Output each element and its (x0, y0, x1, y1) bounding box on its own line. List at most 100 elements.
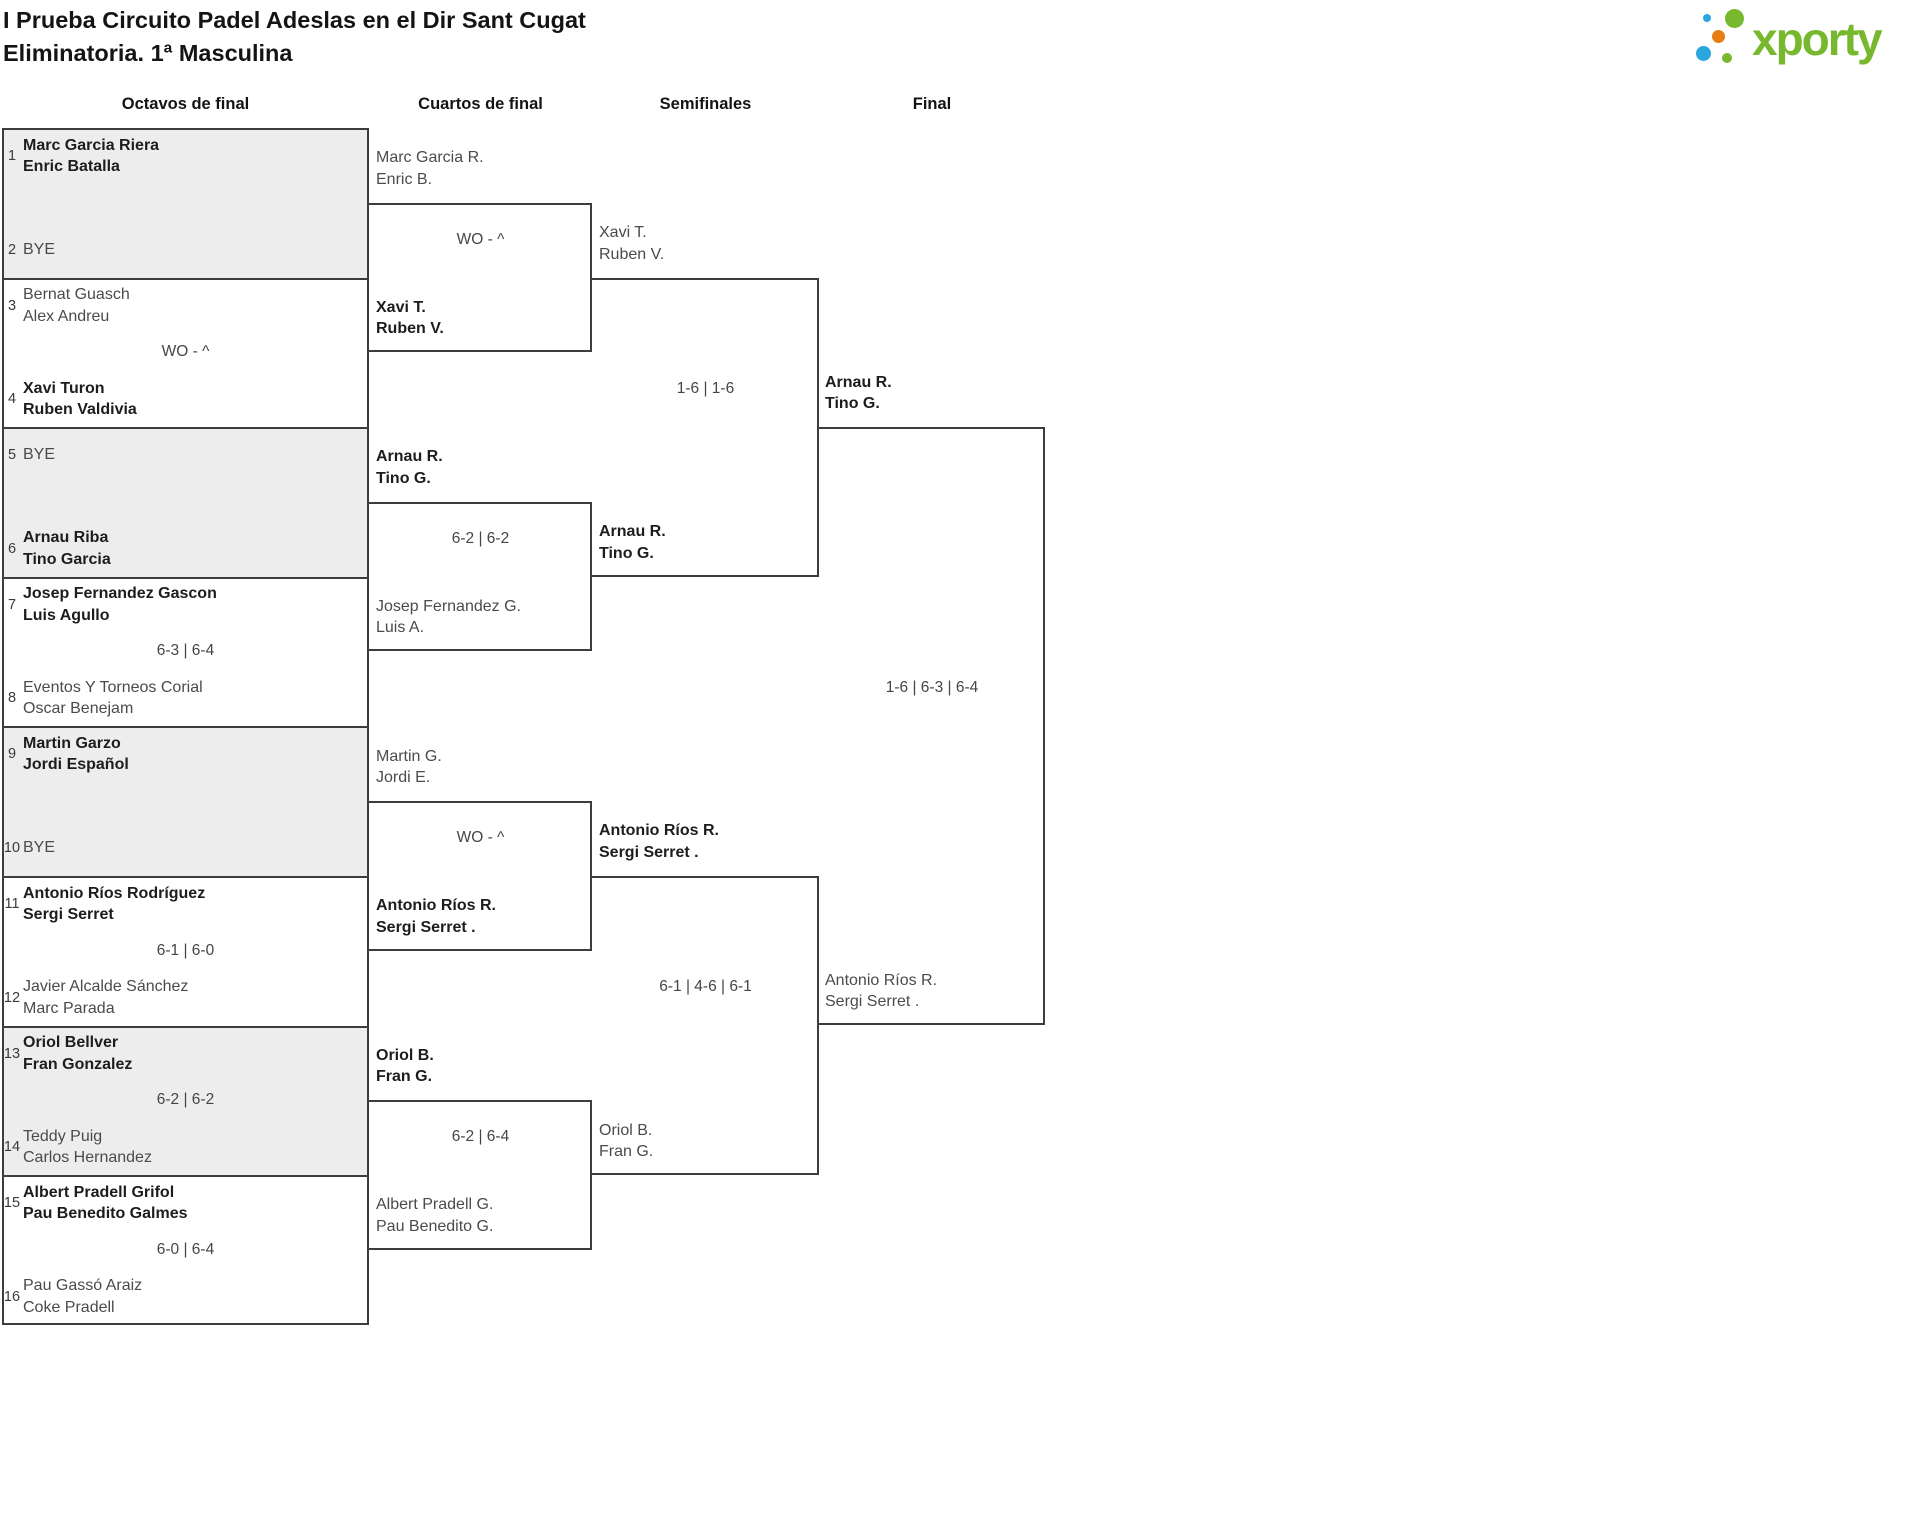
player-name: Xavi Turon (23, 379, 105, 397)
match-score: 6-0 | 6-4 (156, 1240, 215, 1258)
player-name: BYE (23, 446, 56, 464)
player-name: Oriol B. (599, 1121, 653, 1139)
team-entry: Antonio Ríos R.Sergi Serret . (825, 969, 937, 1013)
player-name: Martin Garzo (23, 734, 121, 752)
match-score: 6-2 | 6-4 (451, 1128, 510, 1145)
r16-match-box (2, 1025, 369, 1175)
player-name: Tino G. (825, 395, 880, 412)
team-entry: Antonio Ríos R.Sergi Serret . (599, 820, 719, 864)
logo-dot-orange-icon (1712, 30, 1725, 43)
player-name: Oriol B. (376, 1046, 434, 1064)
r16-match-box (2, 726, 369, 876)
qf-match-box (369, 801, 592, 951)
player-name: Fran G. (599, 1143, 654, 1160)
player-name: Pau Gassó Araiz (23, 1277, 143, 1294)
player-name: Jordi Español (23, 756, 129, 773)
player-name: Albert Pradell Grifol (23, 1183, 175, 1201)
team-entry: Xavi T. Ruben V. (599, 222, 664, 266)
page-title: I Prueba Circuito Padel Adeslas en el Di… (3, 4, 586, 70)
team-entry: Xavi T. Ruben V. (376, 296, 444, 340)
player-name: Marc Garcia Riera (23, 136, 160, 154)
player-name: Arnau R. (376, 448, 443, 466)
team-entry: Arnau R.Tino G. (599, 521, 666, 565)
player-name: Marc Parada (23, 999, 115, 1017)
seed-number: 13 (3, 1045, 21, 1062)
player-name: Oscar Benejam (23, 700, 134, 717)
qf-match-box (369, 202, 592, 353)
sf-match-box (592, 875, 819, 1175)
player-name: Bernat Guasch (23, 286, 130, 303)
player-name: Ruben V. (376, 320, 444, 338)
round-header-semifinales: Semifinales (659, 95, 752, 113)
seed-number: 9 (7, 746, 17, 762)
player-name: Antonio Ríos Rodríguez (23, 884, 206, 902)
match-score: 6-2 | 6-2 (156, 1091, 215, 1109)
qf-match-box (369, 501, 592, 652)
team-entry: Arnau R.Tino G. (825, 371, 892, 415)
logo-dot-blue-small-icon (1703, 14, 1711, 22)
team-entry: Marc Garcia R.Enric B. (376, 147, 484, 191)
player-name: Ruben V. (599, 245, 665, 263)
seed-number: 4 (7, 391, 17, 407)
player-name: Xavi T. (376, 298, 426, 316)
r16-match-box (2, 128, 369, 278)
final-match-box (819, 427, 1045, 1026)
player-name: Antonio Ríos R. (376, 897, 496, 915)
seed-number: 11 (4, 896, 20, 912)
player-name: Antonio Ríos R. (825, 971, 938, 989)
logo-dot-green-big-icon (1725, 9, 1744, 28)
player-name: Alex Andreu (23, 307, 110, 325)
seed-number: 7 (7, 596, 17, 613)
player-name: Arnau R. (599, 523, 666, 540)
team-entry: Martin G.Jordi E. (376, 745, 442, 789)
seed-number: 16 (3, 1288, 21, 1305)
team-entry: BYE (23, 826, 55, 870)
player-name: BYE (23, 240, 56, 258)
r16-match-box (2, 427, 369, 577)
r16-match-box (2, 576, 369, 726)
r16-match-box (2, 876, 369, 1026)
r16-match-box (2, 1175, 369, 1325)
player-name: Sergi Serret . (376, 918, 476, 936)
player-name: Tino Garcia (23, 550, 111, 568)
team-entry: Arnau R. Tino G. (376, 446, 443, 490)
player-name: Luis A. (376, 619, 425, 637)
player-name: Fran G. (376, 1068, 433, 1086)
player-name: Carlos Hernandez (23, 1149, 152, 1166)
round-header-cuartos: Cuartos de final (418, 95, 543, 113)
seed-number: 5 (7, 447, 17, 463)
logo-dot-green-small-icon (1722, 53, 1732, 63)
tournament-name: I Prueba Circuito Padel Adeslas en el Di… (3, 7, 586, 33)
match-score: WO - ^ (456, 230, 505, 248)
player-name: BYE (23, 839, 56, 857)
player-name: Eventos Y Torneos Corial (23, 678, 203, 696)
logo-dot-blue-icon (1696, 46, 1711, 61)
player-name: Josep Fernandez G. (376, 597, 521, 615)
seed-number: 14 (3, 1139, 21, 1155)
player-name: Xavi T. (599, 224, 647, 241)
xporty-logo[interactable]: xporty (1696, 6, 1914, 70)
match-score: 6-3 | 6-4 (156, 642, 215, 660)
player-name: Sergi Serret (23, 906, 114, 923)
team-entry: BYE (23, 228, 55, 272)
match-score: 1-6 | 1-6 (676, 380, 735, 397)
player-name: Tino G. (376, 469, 431, 487)
seed-number: 8 (7, 690, 17, 706)
player-name: Fran Gonzalez (23, 1055, 133, 1073)
team-entry: Antonio Ríos R. Sergi Serret . (376, 895, 496, 939)
player-name: Albert Pradell G. (376, 1196, 494, 1214)
player-name: Javier Alcalde Sánchez (23, 978, 189, 995)
sf-match-box (592, 277, 819, 577)
player-name: Ruben Valdivia (23, 401, 137, 418)
match-score: 6-2 | 6-2 (451, 529, 510, 547)
team-entry: Oriol B. Fran G. (599, 1119, 653, 1163)
player-name: Arnau Riba (23, 529, 109, 546)
player-name: Martin G. (376, 747, 442, 765)
